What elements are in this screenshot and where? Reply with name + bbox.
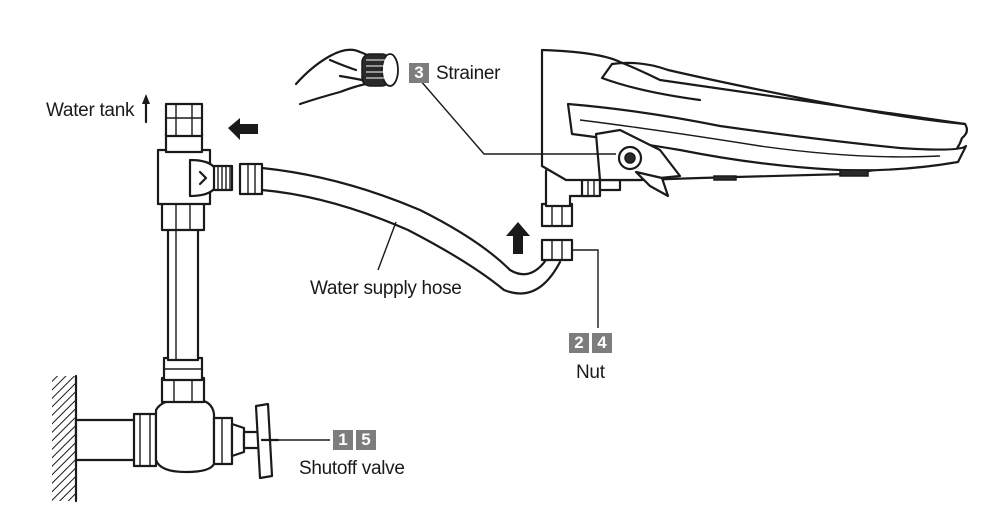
t-adapter	[156, 102, 234, 206]
nut-step-badge-b: 4	[592, 333, 612, 353]
water-tank-arrow	[142, 94, 150, 124]
bidet-seat	[540, 48, 969, 198]
hand-holding-strainer-icon	[294, 48, 399, 106]
water-supply-hose-label: Water supply hose	[310, 278, 462, 299]
vertical-supply-pipe	[160, 200, 206, 362]
shutoff-valve-label: Shutoff valve	[299, 458, 405, 479]
wall	[52, 374, 78, 503]
water-tank-label: Water tank	[46, 100, 135, 121]
valve-step-badge-a: 1	[333, 430, 353, 450]
strainer-step-badge: 3	[409, 63, 429, 83]
up-direction-arrow	[506, 222, 530, 254]
hose-end-nut	[238, 162, 264, 196]
water-supply-hose	[260, 166, 562, 295]
nut	[540, 238, 574, 262]
shutoff-valve	[154, 356, 280, 480]
valve-step-badge-b: 5	[356, 430, 376, 450]
nut-label: Nut	[576, 362, 605, 383]
strainer-label: Strainer	[436, 63, 501, 84]
wall-pipe	[74, 412, 158, 468]
nut-step-badge-a: 2	[569, 333, 589, 353]
left-direction-arrow	[228, 118, 258, 140]
